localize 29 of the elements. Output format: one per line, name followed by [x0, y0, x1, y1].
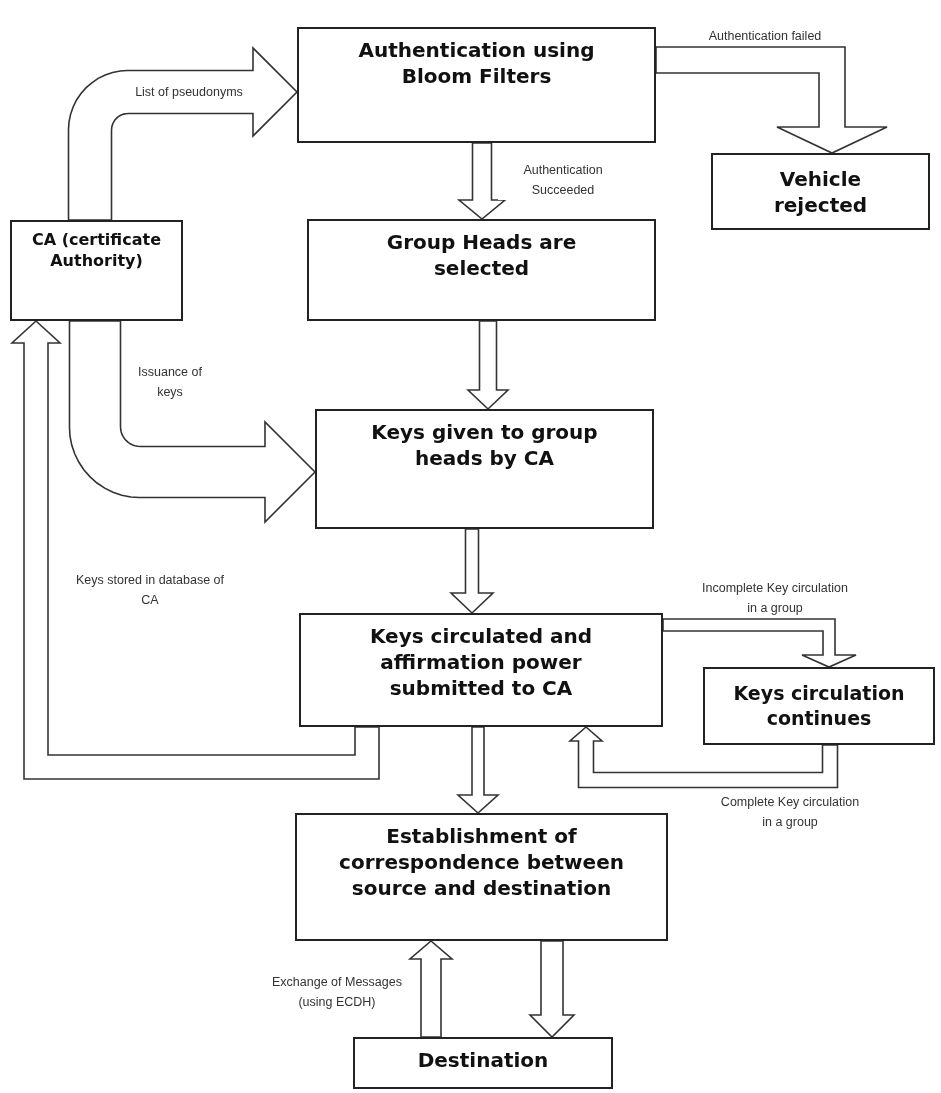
process-box — [299, 613, 663, 727]
box-text: CA (certificate Authority) — [31, 230, 162, 272]
box-text: Establishment of correspondence between source and destination — [338, 823, 625, 901]
process-box — [703, 667, 935, 745]
process-box — [711, 153, 930, 230]
box-text: Group Heads are selected — [385, 229, 578, 281]
box-text: Vehicle rejected — [772, 165, 869, 218]
block-arrow — [662, 618, 857, 668]
box-text: Authentication using Bloom Filters — [357, 37, 596, 89]
box-text: Destination — [417, 1047, 549, 1073]
block-arrow — [449, 528, 495, 615]
process-box — [353, 1037, 613, 1089]
block-arrow — [407, 939, 455, 1038]
block-arrow — [655, 46, 888, 154]
process-box — [297, 27, 656, 143]
block-arrow — [567, 725, 839, 789]
block-arrow — [528, 940, 576, 1039]
block-arrow — [456, 142, 508, 221]
block-arrow — [68, 320, 317, 524]
process-box — [315, 409, 654, 529]
box-text: Keys circulation continues — [732, 681, 906, 731]
block-arrow — [455, 726, 501, 815]
process-box — [10, 220, 183, 321]
block-arrow — [466, 320, 510, 411]
process-box — [295, 813, 668, 941]
process-box — [307, 219, 656, 321]
block-arrow — [9, 319, 380, 780]
box-text: Keys given to group heads by CA — [370, 419, 599, 471]
box-text: Keys circulated and affirmation power submitted to CA — [368, 623, 594, 701]
